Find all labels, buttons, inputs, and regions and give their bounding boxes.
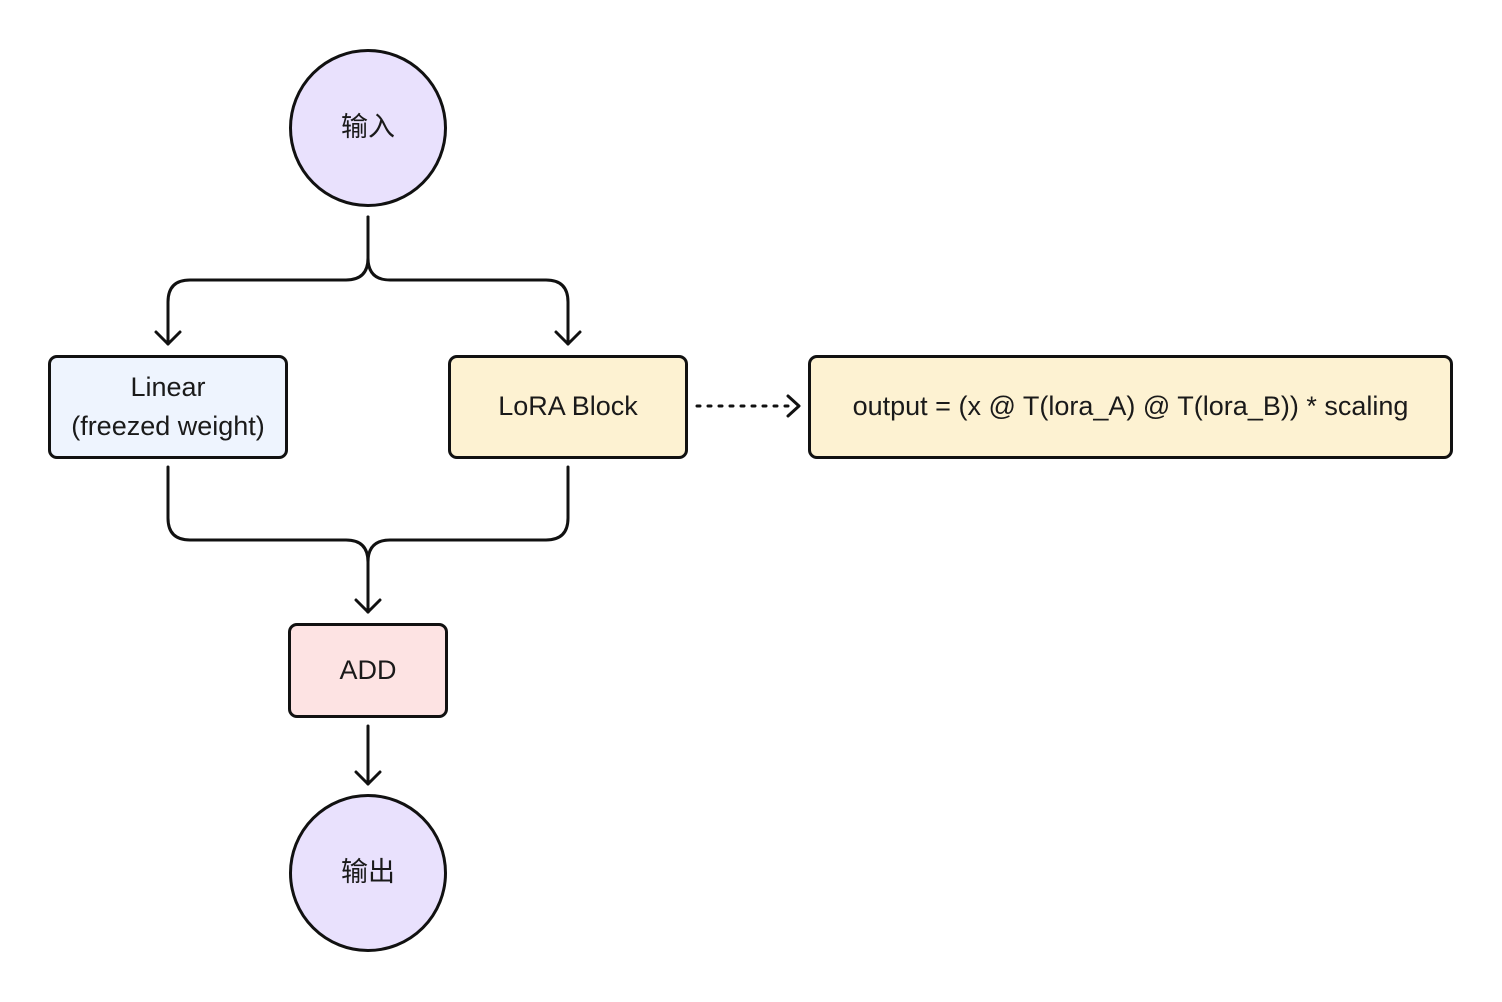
edge-linear-to-add bbox=[166, 465, 370, 614]
output-node-label: 输出 bbox=[341, 857, 395, 888]
arrowhead-lora bbox=[554, 330, 582, 346]
edge-input-to-lora bbox=[366, 215, 570, 346]
add-node[interactable]: ADD bbox=[288, 623, 448, 718]
lora-block-node[interactable]: LoRA Block bbox=[448, 355, 688, 459]
formula-label: output = (x @ T(lora_A) @ T(lora_B)) * s… bbox=[852, 391, 1409, 422]
arrowhead-linear bbox=[154, 330, 182, 346]
lora-block-label: LoRA Block bbox=[498, 391, 638, 422]
output-node[interactable]: 输出 bbox=[289, 794, 447, 952]
edge-input-to-linear bbox=[166, 215, 370, 346]
linear-node-title: Linear bbox=[130, 371, 206, 402]
edge-lora-to-add bbox=[366, 465, 570, 614]
input-node[interactable]: 输入 bbox=[289, 49, 447, 207]
input-node-label: 输入 bbox=[341, 112, 395, 143]
arrowhead-output bbox=[354, 770, 382, 786]
formula-node[interactable]: output = (x @ T(lora_A) @ T(lora_B)) * s… bbox=[808, 355, 1453, 459]
add-node-label: ADD bbox=[339, 654, 397, 685]
linear-node-subtitle: (freezed weight) bbox=[71, 411, 265, 441]
arrowhead-add bbox=[354, 598, 382, 614]
arrowhead-formula bbox=[786, 394, 801, 418]
linear-node[interactable]: Linear (freezed weight) bbox=[48, 355, 288, 459]
